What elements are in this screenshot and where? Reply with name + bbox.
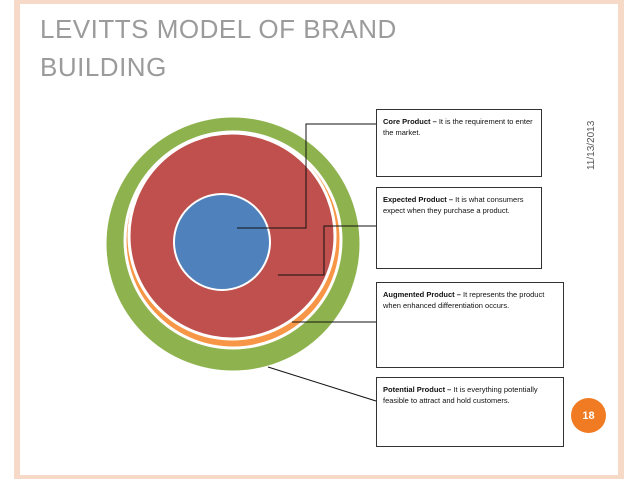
augmented-product-box: Augmented Product – It represents the pr… — [376, 282, 564, 368]
potential-product-heading: Potential Product – — [383, 385, 452, 394]
slide-title: Levitts model of brand building — [40, 14, 397, 82]
core-product-box: Core Product – It is the requirement to … — [376, 109, 542, 177]
core-connector-line — [237, 123, 376, 229]
potential-product-box: Potential Product – It is everything pot… — [376, 377, 564, 447]
expected-connector-line — [278, 225, 376, 276]
top-border-stripe — [14, 0, 624, 4]
right-border-stripe — [618, 0, 624, 479]
core-product-text: It is the requirement to enter the marke… — [383, 117, 533, 137]
expected-product-box: Expected Product – It is what consumers … — [376, 187, 542, 269]
potential-connector-line — [267, 366, 377, 402]
page-number-badge: 18 — [571, 398, 606, 433]
expected-product-text: It is what consumers expect when they pu… — [383, 195, 524, 215]
augmented-product-heading: Augmented Product – — [383, 290, 461, 299]
augmented-product-text: It represents the product when enhanced … — [383, 290, 545, 310]
bottom-border-stripe — [14, 475, 624, 479]
expected-product-heading: Expected Product – — [383, 195, 454, 204]
core-product-circle — [173, 193, 271, 291]
left-border-stripe — [14, 0, 20, 479]
potential-product-text: It is everything potentially feasible to… — [383, 385, 538, 405]
core-product-heading: Core Product – — [383, 117, 437, 126]
